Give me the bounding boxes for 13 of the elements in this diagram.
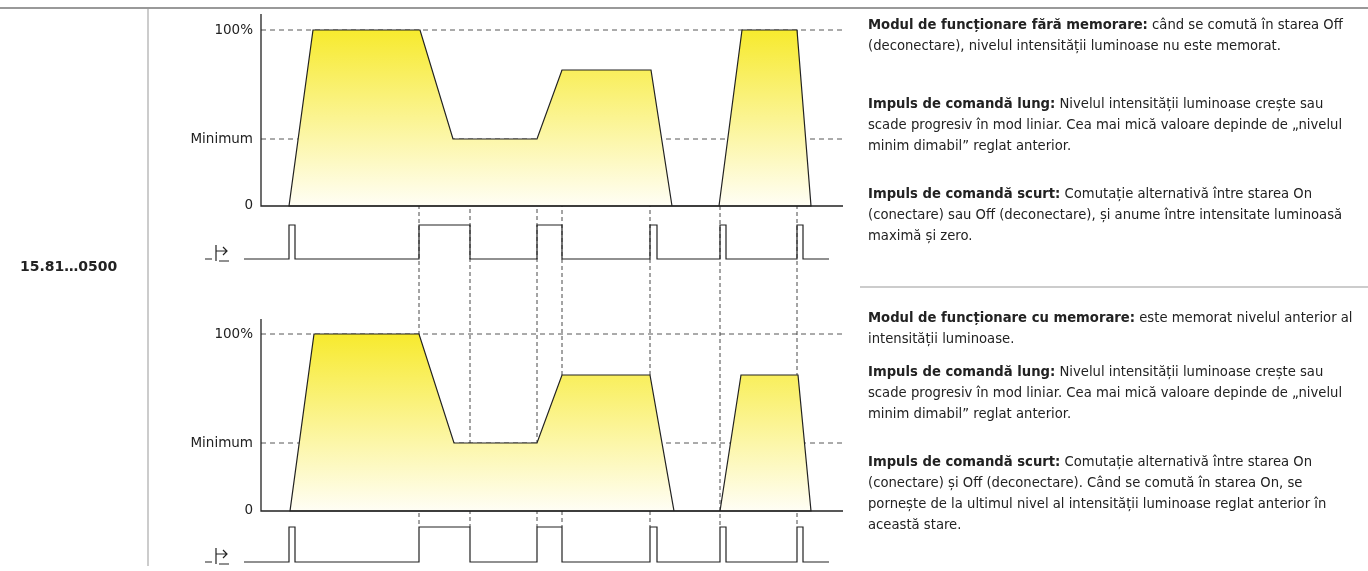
axis-label: 0 <box>243 196 253 212</box>
description-text: Impuls de comandă lung: Nivelul intensității luminoase crește sau scade progresiv în mod liniar. Cea mai mică valoare depinde de „nivelul minim dimabil” reglat anterior. <box>868 95 1344 155</box>
description-text: Modul de funcționare cu memorare: este memorat nivelul anterior al intensității luminoase. <box>868 309 1354 349</box>
axis-label: Minimum <box>189 434 253 450</box>
axis-label: 100% <box>213 325 253 341</box>
description-text: Modul de funcționare fără memorare: când se comută în starea Off (deconectare), nivelul intensității luminoase nu este memorat. <box>868 16 1344 56</box>
axis-label: Minimum <box>189 130 253 146</box>
description-text: Impuls de comandă scurt: Comutație alternativă între starea On (conectare) și Off (deconectare). Când se comută în starea On, se pornește de la ultimul nivel al intensității luminoase reglat anterior în această stare. <box>868 453 1328 534</box>
description-text: Impuls de comandă scurt: Comutație alternativă între starea On (conectare) sau Off (deconectare), și anume între intensitate luminoasă maximă și zero. <box>868 185 1344 246</box>
axis-label: 0 <box>243 501 253 517</box>
axis-label: 100% <box>213 21 253 37</box>
description-text: Impuls de comandă lung: Nivelul intensității luminoase crește sau scade progresiv în mod liniar. Cea mai mică valoare depinde de „nivelul minim dimabil” reglat anterior. <box>868 363 1344 423</box>
type-code: 15.81…0500 <box>20 258 118 274</box>
